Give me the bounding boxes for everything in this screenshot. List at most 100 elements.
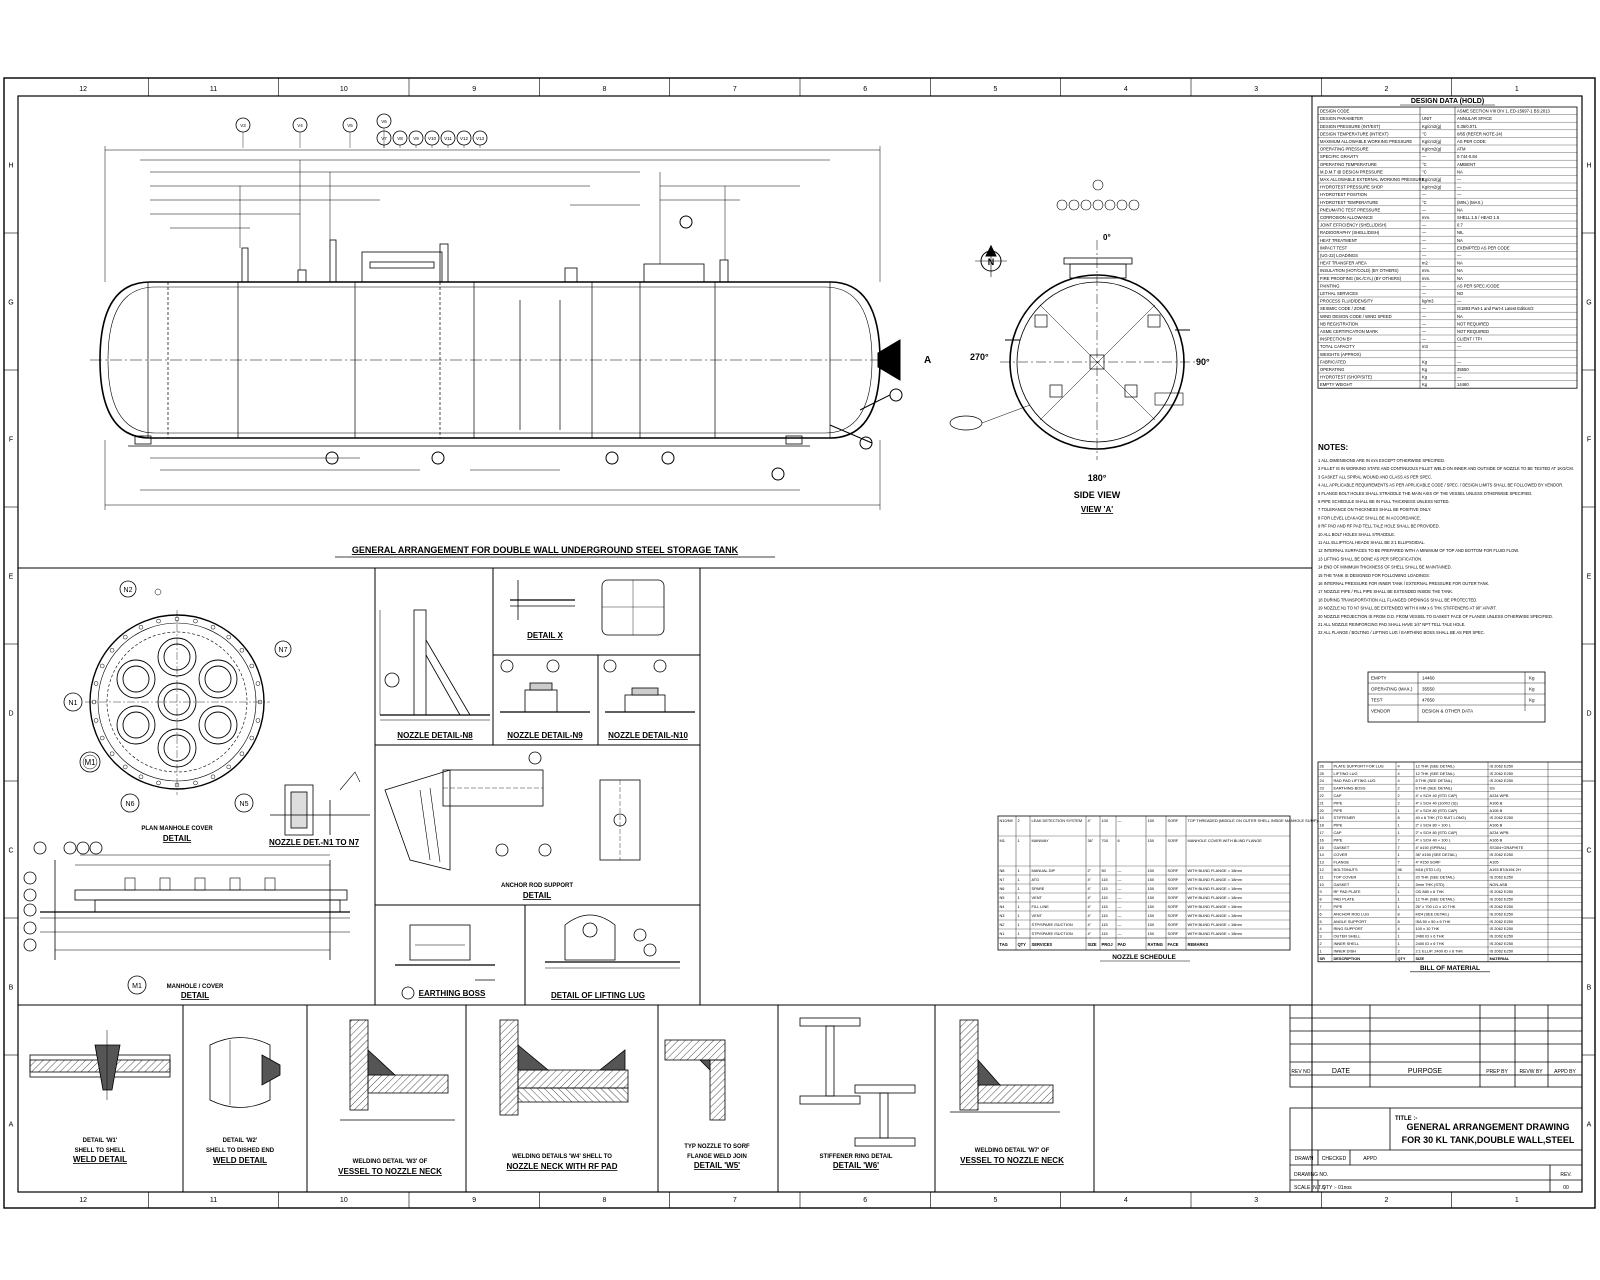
notes-block: NOTES:1 ALL DIMENSIONS ARE IN mm EXCEPT … xyxy=(1318,443,1574,635)
bom-cell: 12 THK (SEE DETAIL) xyxy=(1416,763,1456,768)
bom-cell: A193 B7/A194 2H xyxy=(1490,867,1521,872)
bom-cell: IS 2062 E250 xyxy=(1490,911,1514,916)
nozzle-det-n1-n7 xyxy=(270,771,370,836)
nozzle-cell: 150 xyxy=(1148,922,1155,927)
manhole-nozzle-tag: N6 xyxy=(126,801,135,808)
bom-cell: 8 THK (SEE DETAIL) xyxy=(1416,778,1454,783)
nozzle-cell: SORF xyxy=(1168,913,1179,918)
angle-90: 90° xyxy=(1196,357,1210,367)
bom-cell: 2" x SCH 80 (STD CAP) xyxy=(1416,830,1459,835)
w2-title: DETAIL 'W2' xyxy=(223,1138,258,1144)
design-value: — xyxy=(1457,299,1462,304)
bom-cell: M16 (STD LG) xyxy=(1416,867,1442,872)
bom-cell: 1 xyxy=(1320,948,1322,953)
w3-title: WELDING DETAIL 'W3' OF xyxy=(353,1159,428,1165)
design-param: ASME CERTIFICATION MARK xyxy=(1320,329,1378,334)
w6-title: STIFFENER RING DETAIL xyxy=(820,1154,893,1160)
design-value: NOT REQUIRED xyxy=(1457,329,1489,334)
nozzle-header: SERVICES xyxy=(1032,942,1053,947)
tank-inner-outline xyxy=(107,286,873,434)
m1-tag: M1 xyxy=(84,758,96,767)
bom-cell: 3mm THK (STD) xyxy=(1416,882,1446,887)
bom-cell: 26 xyxy=(1320,763,1324,768)
bom-header: SIZE xyxy=(1416,956,1425,961)
design-unit: — xyxy=(1422,337,1427,342)
bom-cell: 12 THK (SEE DETAIL) xyxy=(1416,897,1456,902)
bom-cell: FLANGE xyxy=(1334,860,1350,865)
grid-row-label: H xyxy=(1586,163,1591,170)
bom-cell: PLATE SUPPORT FOR LUG xyxy=(1334,763,1384,768)
design-value: NA xyxy=(1457,276,1463,281)
design-param: LETHAL SERVICES xyxy=(1320,291,1358,296)
bom-cell: IS 2062 E250 xyxy=(1490,926,1514,931)
design-param: HEAT TRANSFER AREA xyxy=(1320,261,1367,266)
note-item: 11 ALL ELLIPTICAL HEADS SHALL BE 2:1 ELL… xyxy=(1318,540,1425,545)
nozzle-detail-n10-drawing xyxy=(603,659,695,713)
nozzle-cell: 36" xyxy=(1088,838,1094,843)
bom-cell: NON-ASB xyxy=(1490,882,1508,887)
scale-label: SCALE :N.T.S xyxy=(1294,1185,1326,1191)
bom-cell: 2" x SCH 80 + 100 L xyxy=(1416,823,1452,828)
design-param: DESIGN PRESSURE (INT/EXT) xyxy=(1320,124,1381,129)
nozzle-cell: VENT xyxy=(1032,895,1043,900)
bom-cell: IS 2062 E250 xyxy=(1490,919,1514,924)
nozzle-tag-text: V10 xyxy=(428,136,437,141)
note-item: 10 ALL BOLT HOLES SHALL STRADDLE. xyxy=(1318,532,1395,537)
bom-cell: 22 xyxy=(1320,793,1324,798)
bom-cell: 2:1 ELLIP. 2400 ID x 6 THK xyxy=(1416,948,1464,953)
design-unit: — xyxy=(1422,321,1427,326)
bom-cell: COVER xyxy=(1334,852,1348,857)
nozzle-cell: SORF xyxy=(1168,895,1179,900)
nozzle-header: FACE xyxy=(1168,942,1179,947)
nozzle-header: QTY xyxy=(1018,942,1027,947)
grid-col-label: 4 xyxy=(1124,1197,1128,1204)
grid-col-label: 8 xyxy=(603,86,607,93)
design-value: NOT REQUIRED xyxy=(1457,321,1489,326)
grid-col-label: 2 xyxy=(1385,1197,1389,1204)
design-value: NA xyxy=(1457,207,1463,212)
manhole-cover-title: MANHOLE / COVER xyxy=(167,984,224,990)
nozzle-cell: 4" xyxy=(1088,886,1092,891)
design-value: EXEMPTED AS PER CODE xyxy=(1457,245,1510,250)
checked-label: CHECKED xyxy=(1322,1156,1347,1162)
design-unit: — xyxy=(1422,238,1427,243)
bom-cell: 15 xyxy=(1320,845,1324,850)
nozzle-cell: 700 xyxy=(1102,838,1109,843)
design-data-title: DESIGN DATA (HOLD) xyxy=(1411,98,1484,105)
design-value: ANNULAR SPACE xyxy=(1457,116,1492,121)
design-unit: °C xyxy=(1422,200,1427,205)
weight-value: DESIGN & OTHER DATA xyxy=(1422,709,1473,714)
design-param: SPECIFIC GRAVITY xyxy=(1320,154,1359,159)
manhole-cover-detail xyxy=(23,841,350,995)
design-unit: — xyxy=(1422,207,1427,212)
nozzle-cell: 150 xyxy=(1148,818,1155,823)
nozzle-cell: SORF xyxy=(1168,922,1179,927)
grid-row-label: B xyxy=(9,985,14,992)
weight-label: TEST xyxy=(1371,698,1383,703)
design-value: SHELL 1.5 / HEAD 1.5 xyxy=(1457,215,1500,220)
grid-row-label: G xyxy=(8,300,13,307)
design-unit: m3 xyxy=(1422,344,1428,349)
bom-cell: 23 xyxy=(1320,786,1324,791)
nozzle-schedule-title: NOZZLE SCHEDULE xyxy=(1112,954,1176,961)
note-item: 1 ALL DIMENSIONS ARE IN mm EXCEPT OTHERW… xyxy=(1318,458,1445,463)
note-item: 17 NOZZLE PIPE / FILL PIPE SHALL BE EXTE… xyxy=(1318,589,1453,594)
design-param: HYDROTEST TEMPERATURE xyxy=(1320,200,1378,205)
bom-cell: M24 (SEE DETAIL) xyxy=(1416,911,1450,916)
nozzle-cell: — xyxy=(1118,868,1122,873)
bom-cell: IS 2062 E250 xyxy=(1490,948,1514,953)
anchor-rod-title: ANCHOR ROD SUPPORT xyxy=(501,883,573,889)
nozzle-tag-text: V7 xyxy=(381,136,387,141)
bom-cell: 14 xyxy=(1320,852,1325,857)
manhole-nozzle-tag: N1 xyxy=(69,700,78,707)
nozzle-cell: 115 xyxy=(1102,895,1108,900)
nozzle-cell: SORF xyxy=(1168,931,1179,936)
bom-cell: IS 2062 E250 xyxy=(1490,763,1514,768)
nozzle-cell: WITH BLIND FLANGE = 18mm xyxy=(1188,895,1242,900)
nozzle-cell: WITH BLIND FLANGE = 18mm xyxy=(1188,904,1242,909)
nozzle-cell: 1 xyxy=(1018,931,1020,936)
grid-row-label: E xyxy=(1587,574,1592,581)
nozzle-cell: M1 xyxy=(1000,838,1005,843)
bom-cell: OUTER SHELL xyxy=(1334,934,1362,939)
